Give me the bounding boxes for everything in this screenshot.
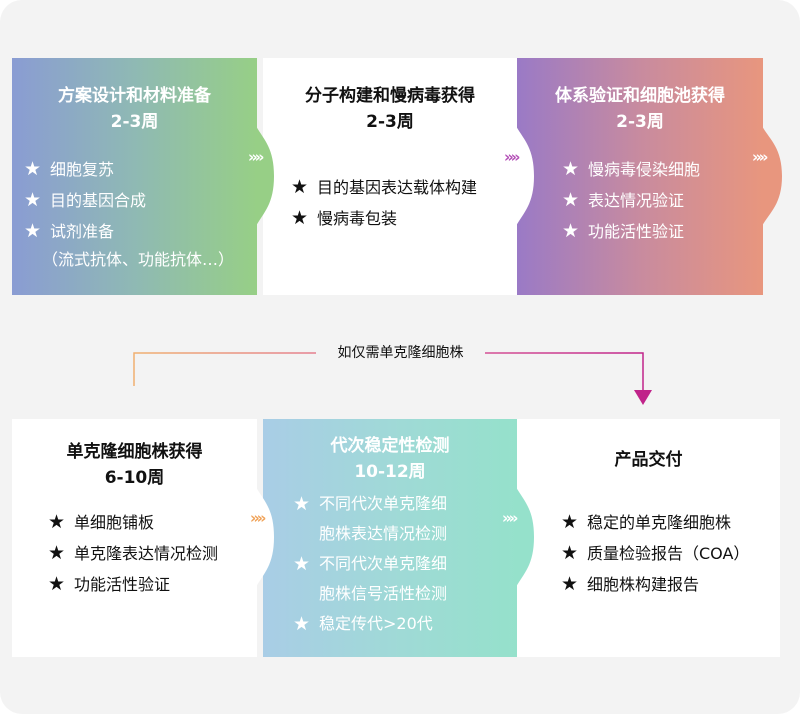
star-icon: ★ (291, 207, 309, 229)
step-card-6: 产品交付 ★稳定的单克隆细胞株 ★质量检验报告（COA） ★细胞株构建报告 (517, 419, 780, 657)
star-icon: ★ (562, 189, 580, 211)
list-item: ★表达情况验证 (562, 185, 700, 216)
step-duration: 2-3周 (110, 112, 159, 132)
step-items: ★慢病毒侵染细胞 ★表达情况验证 ★功能活性验证 (562, 154, 700, 247)
double-chevron-icon: »» (752, 148, 768, 166)
star-icon: ★ (293, 613, 311, 635)
star-icon: ★ (291, 176, 309, 198)
list-item: ★细胞复苏 (24, 154, 234, 185)
notch-4 (256, 419, 274, 657)
star-icon: ★ (562, 158, 580, 180)
star-icon: ★ (562, 220, 580, 242)
notch-2 (516, 58, 534, 295)
list-item: ★功能活性验证 (48, 569, 218, 600)
double-chevron-icon: »» (504, 148, 520, 166)
star-icon: ★ (293, 493, 311, 515)
star-icon: ★ (293, 553, 311, 575)
notch-3 (762, 58, 782, 295)
step-card-5: 代次稳定性检测 10-12周 ★不同代次单克隆细胞株表达情况检测 ★不同代次单克… (263, 419, 517, 657)
list-item: ★稳定的单克隆细胞株 (561, 507, 749, 538)
step-duration: 6-10周 (104, 468, 165, 488)
list-item: ★慢病毒包装 (291, 203, 477, 234)
step-title: 体系验证和细胞池获得 (555, 86, 725, 106)
notch-5 (516, 419, 534, 657)
list-item: ★不同代次单克隆细胞株表达情况检测 (293, 489, 447, 549)
step-items: ★不同代次单克隆细胞株表达情况检测 ★不同代次单克隆细胞株信号活性检测 ★稳定传… (293, 489, 447, 639)
star-icon: ★ (24, 189, 42, 211)
list-item: ★细胞株构建报告 (561, 569, 749, 600)
list-item: ★慢病毒侵染细胞 (562, 154, 700, 185)
step-items: ★目的基因表达载体构建 ★慢病毒包装 (291, 172, 477, 234)
star-icon: ★ (24, 220, 42, 242)
star-icon: ★ (24, 158, 42, 180)
step-card-3: 体系验证和细胞池获得 2-3周 ★慢病毒侵染细胞 ★表达情况验证 ★功能活性验证 (517, 58, 763, 295)
list-item: ★质量检验报告（COA） (561, 538, 749, 569)
star-icon: ★ (561, 511, 579, 533)
list-item: ★稳定传代>20代 (293, 609, 447, 639)
step-items: ★单细胞铺板 ★单克隆表达情况检测 ★功能活性验证 (48, 507, 218, 600)
step-duration: 2-3周 (366, 112, 414, 132)
step-title: 产品交付 (614, 450, 683, 470)
double-chevron-icon: »» (250, 509, 266, 527)
notch-1 (256, 58, 274, 295)
connector-arrowhead (634, 390, 652, 405)
list-item: ★功能活性验证 (562, 216, 700, 247)
double-chevron-icon: »» (248, 148, 264, 166)
step-items: ★细胞复苏 ★目的基因合成 ★试剂准备（流式抗体、功能抗体…） (24, 154, 234, 273)
step-title: 方案设计和材料准备 (58, 86, 211, 106)
step-title: 分子构建和慢病毒获得 (305, 86, 475, 106)
list-item: ★单克隆表达情况检测 (48, 538, 218, 569)
star-icon: ★ (48, 542, 66, 564)
step-duration: 2-3周 (616, 112, 664, 132)
star-icon: ★ (48, 573, 66, 595)
double-chevron-icon: »» (502, 509, 518, 527)
step-card-2: 分子构建和慢病毒获得 2-3周 ★目的基因表达载体构建 ★慢病毒包装 (263, 58, 517, 295)
list-item: ★目的基因合成 (24, 185, 234, 216)
step-title: 单克隆细胞株获得 (66, 442, 203, 462)
connector-label: 如仅需单克隆细胞株 (316, 341, 485, 365)
star-icon: ★ (48, 511, 66, 533)
list-item: ★单细胞铺板 (48, 507, 218, 538)
star-icon: ★ (561, 542, 579, 564)
step-note: （流式抗体、功能抗体…） (42, 250, 235, 269)
list-item: ★试剂准备（流式抗体、功能抗体…） (24, 216, 234, 273)
list-item: ★目的基因表达载体构建 (291, 172, 477, 203)
step-duration: 10-12周 (354, 462, 426, 482)
list-item: ★不同代次单克隆细胞株信号活性检测 (293, 549, 447, 609)
step-card-1: 方案设计和材料准备 2-3周 ★细胞复苏 ★目的基因合成 ★试剂准备（流式抗体、… (12, 58, 257, 295)
star-icon: ★ (561, 573, 579, 595)
step-items: ★稳定的单克隆细胞株 ★质量检验报告（COA） ★细胞株构建报告 (561, 507, 749, 600)
step-card-4: 单克隆细胞株获得 6-10周 ★单细胞铺板 ★单克隆表达情况检测 ★功能活性验证 (12, 419, 257, 657)
step-title: 代次稳定性检测 (330, 436, 450, 456)
